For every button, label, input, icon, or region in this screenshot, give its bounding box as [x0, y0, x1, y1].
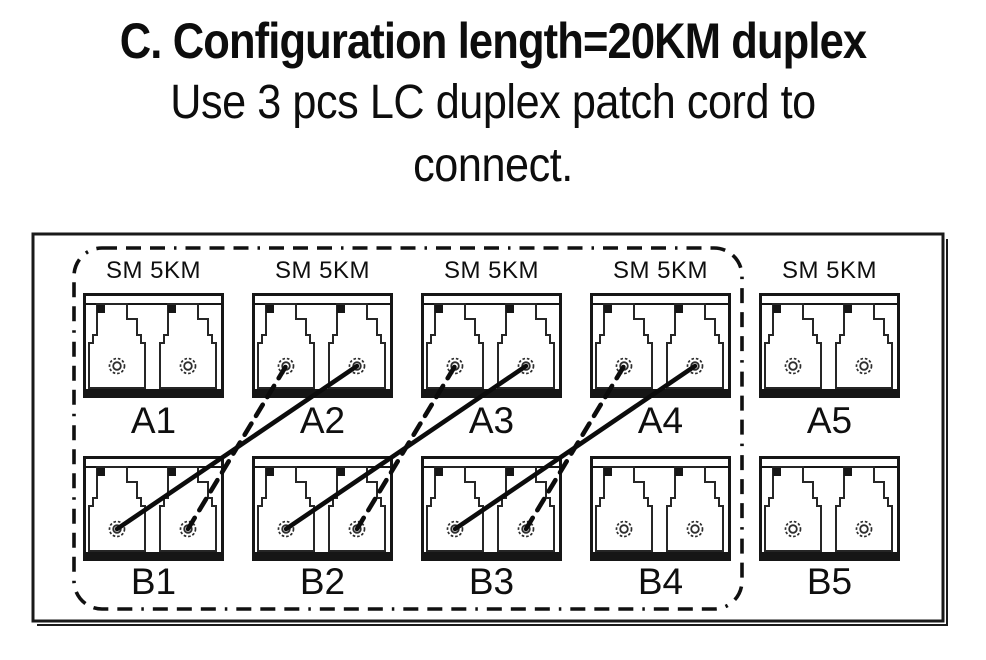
connector-column-2: SM 5KM A2 B2	[252, 257, 393, 602]
port-label-a3: A3	[469, 400, 514, 441]
connector-column-3: SM 5KM A3 B3	[421, 257, 562, 602]
port-label-a5: A5	[807, 400, 852, 441]
port-label-b4: B4	[638, 561, 683, 602]
lc-connector-a1	[83, 293, 224, 398]
port-label-a1: A1	[131, 400, 176, 441]
speed-label-4: SM 5KM	[613, 257, 708, 284]
patch-cords-layer	[114, 363, 698, 532]
patch-cord-2-fiber-dashed	[354, 363, 458, 532]
figure-subtitle-line2: connect.	[413, 139, 573, 192]
speed-label-2: SM 5KM	[275, 257, 370, 284]
port-label-a4: A4	[638, 400, 683, 441]
patch-cord-1-fiber-dashed	[185, 363, 289, 532]
figure-header: C. Configuration length=20KM duplex Use …	[0, 0, 986, 222]
patch-group-boundary	[72, 246, 744, 611]
speed-label-3: SM 5KM	[444, 257, 539, 284]
connector-column-4: SM 5KM A4 B4	[590, 257, 731, 602]
port-label-a2: A2	[300, 400, 345, 441]
lc-connector-a2	[252, 293, 393, 398]
port-label-b3: B3	[469, 561, 514, 602]
connector-column-1: SM 5KM A1 B1	[83, 257, 224, 602]
port-label-b5: B5	[807, 561, 852, 602]
lc-connector-a3	[421, 293, 562, 398]
panel-shadow-edge	[37, 239, 948, 626]
connection-diagram: SM 5KM A1 B1 SM 5KM A2 B2 SM 5KM A3 B3 S…	[31, 232, 948, 626]
figure-title: C. Configuration length=20KM duplex	[119, 13, 867, 69]
port-label-b1: B1	[131, 561, 176, 602]
lc-connector-a4	[590, 293, 731, 398]
port-label-b2: B2	[300, 561, 345, 602]
patch-cord-3-fiber-dashed	[523, 363, 627, 532]
lc-connector-a5	[759, 293, 900, 398]
speed-label-1: SM 5KM	[106, 257, 201, 284]
lc-connector-b5	[759, 456, 900, 561]
speed-label-5: SM 5KM	[782, 257, 877, 284]
lc-connector-b4	[590, 456, 731, 561]
figure-subtitle-line1: Use 3 pcs LC duplex patch cord to	[170, 76, 816, 129]
connector-column-5: SM 5KM A5 B5	[759, 257, 900, 602]
